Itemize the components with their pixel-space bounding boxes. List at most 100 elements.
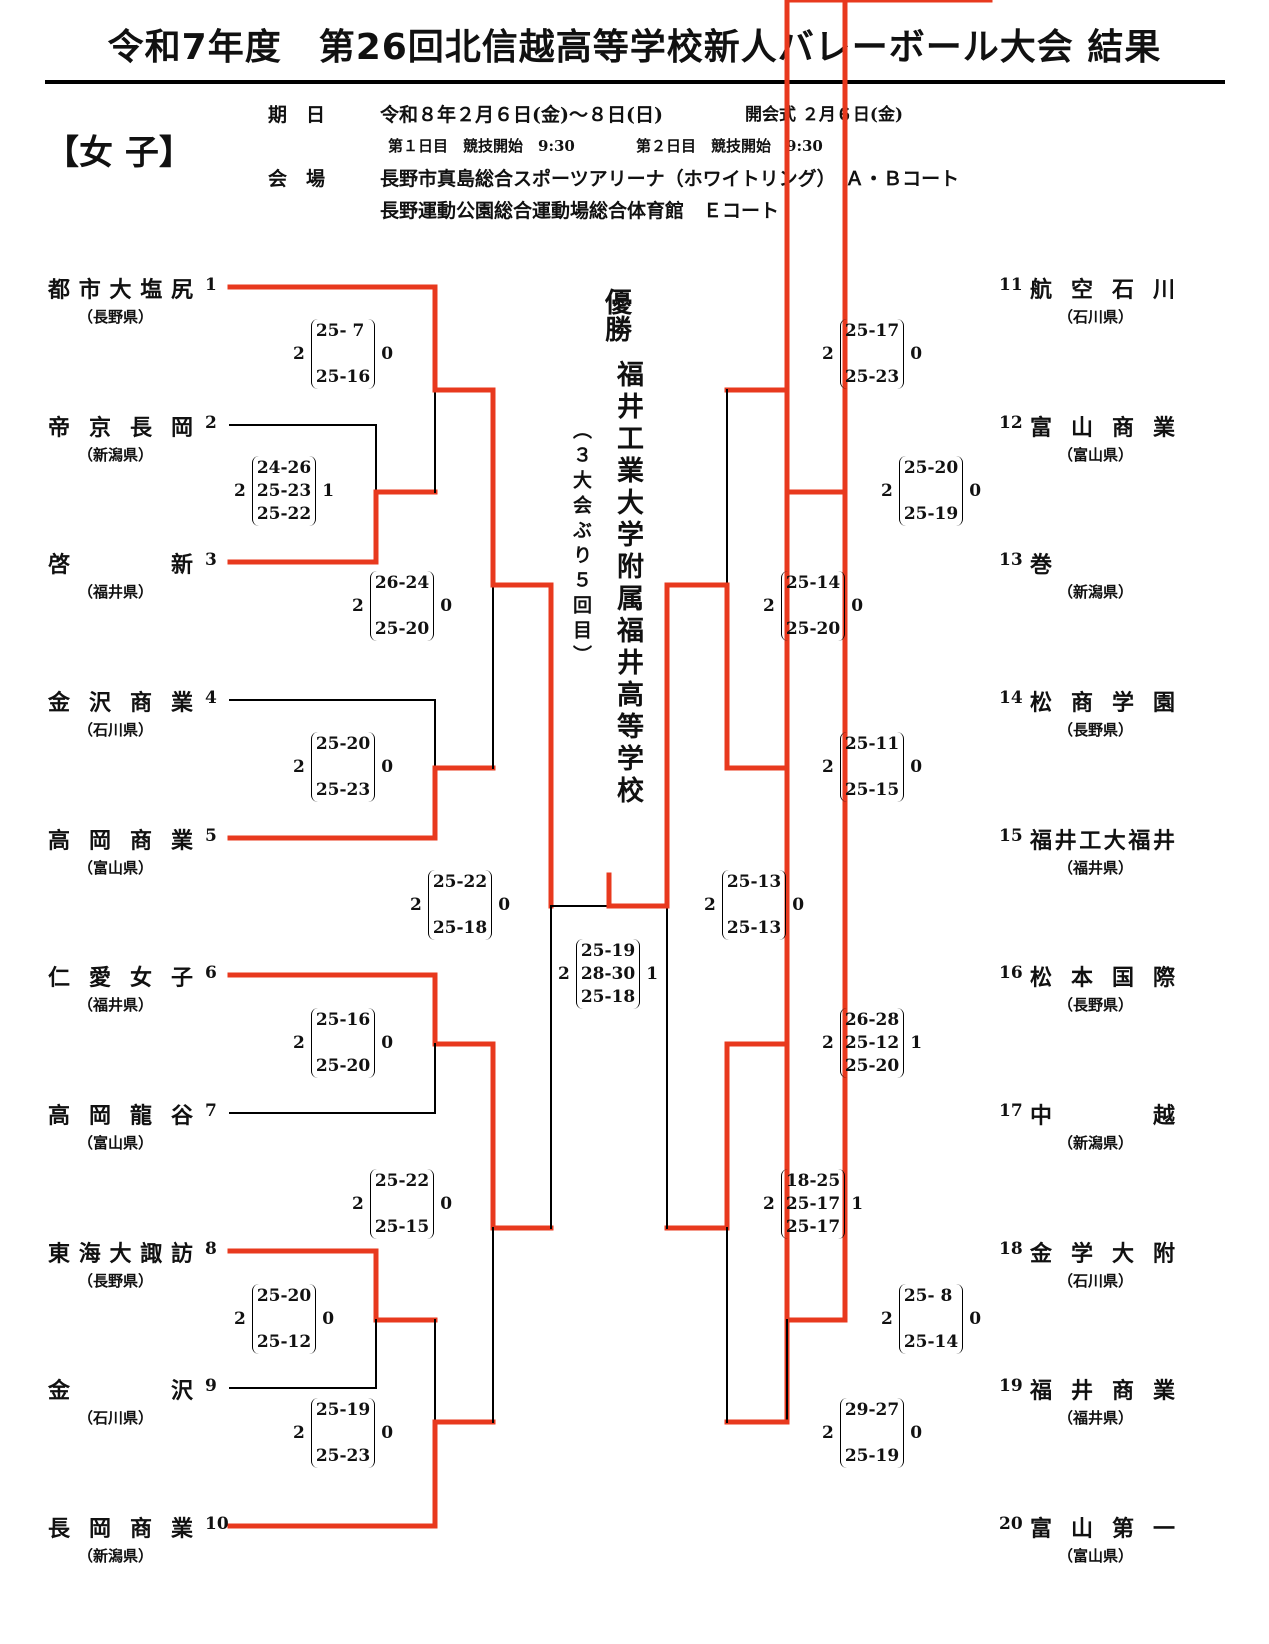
seed-number: 17 [999,1101,1023,1121]
seed-number: 3 [205,550,217,570]
date-value: 令和８年２月６日(金)～８日(日) [380,104,663,126]
team-entry: 高岡商業 （富山県） [48,823,193,878]
set-score: 25-16 [315,1010,371,1030]
seed-number: 10 [205,1514,229,1534]
set-score: 25-14 [903,1332,959,1352]
team-prefecture: （富山県） [78,1134,154,1152]
seed-number: 1 [205,275,217,295]
winner-sets: 2 [881,1309,893,1329]
winner-sets: 2 [881,481,893,501]
set-score: 25-22 [374,1171,430,1191]
team-name: 帝京長岡 [48,415,193,441]
seed-number: 20 [999,1514,1023,1534]
team-entry: 啓新（福井県） [48,547,193,602]
seed-number: 7 [205,1101,217,1121]
loser-sets: 1 [322,481,335,501]
champion-label: 優勝 [600,288,631,342]
seed-number: 9 [205,1376,217,1396]
team-entry: 東海大諏訪（長野県） [48,1236,193,1291]
set-score: 25-19 [903,504,959,524]
team-prefecture: （新潟県） [1058,583,1134,601]
team-name: 航空石川 [1030,277,1175,303]
team-prefecture: （福井県） [1058,1409,1134,1427]
set-score: 25-20 [256,1286,312,1306]
team-entry: 都市大塩尻（長野県） [48,272,193,327]
team-name: 松本国際 [1030,965,1175,991]
team-entry: 福井工大福井（福井県） [1030,823,1175,878]
set-score: 25-12 [844,1033,900,1053]
loser-sets: 0 [381,1423,394,1443]
team-name: 金学大附 [1030,1241,1175,1267]
loser-sets: 0 [910,344,923,364]
winner-sets: 2 [822,344,834,364]
loser-sets: 0 [851,596,864,616]
loser-sets: 1 [910,1033,923,1053]
team-name: 金沢 [48,1378,193,1404]
winner-sets: 2 [822,1423,834,1443]
set-score: 25-16 [315,367,371,387]
team-entry: 金学大附（石川県） [1030,1236,1175,1291]
winner-sets: 2 [234,481,246,501]
seed-number: 6 [205,963,217,983]
team-name: 高岡龍谷 [48,1103,193,1129]
winner-sets: 2 [352,1194,364,1214]
team-entry: 帝京長岡（新潟県） [48,410,193,465]
team-name: 中越 [1030,1103,1175,1129]
set-score: 25-22 [256,504,312,524]
set-score: 25-20 [315,734,371,754]
set-score: 25-20 [844,1056,900,1076]
loser-sets: 1 [646,964,659,984]
team-prefecture: （富山県） [1058,446,1134,464]
seed-number: 11 [999,275,1023,295]
seed-number: 14 [999,688,1023,708]
seed-number: 13 [999,550,1023,570]
set-score: 25-22 [432,872,488,892]
winner-sets: 2 [763,1194,775,1214]
set-score: 25-23 [315,780,371,800]
set-score: 24-26 [256,458,312,478]
team-name: 福井工大福井 [1030,828,1175,854]
loser-sets: 0 [322,1309,335,1329]
champion-name: 福井工業大学附属福井高等学校 [612,360,643,808]
winner-sets: 2 [352,596,364,616]
set-score: 18-25 [785,1171,841,1191]
team-name: 富山第一 [1030,1516,1175,1542]
team-name: 都市大塩尻 [48,277,193,303]
set-score: 25-17 [844,321,900,341]
winner-sets: 2 [558,964,570,984]
seed-number: 5 [205,826,217,846]
team-entry: 巻（新潟県） [1030,547,1175,602]
winner-sets: 2 [763,596,775,616]
venue2: 長野運動公園総合運動場総合体育館 Ｅコート [380,200,780,222]
team-name: 高岡商業 [48,828,193,854]
set-score: 29-27 [844,1400,900,1420]
loser-sets: 0 [910,757,923,777]
seed-number: 15 [999,826,1023,846]
team-prefecture: （富山県） [78,859,154,877]
set-score: 25-20 [785,619,841,639]
